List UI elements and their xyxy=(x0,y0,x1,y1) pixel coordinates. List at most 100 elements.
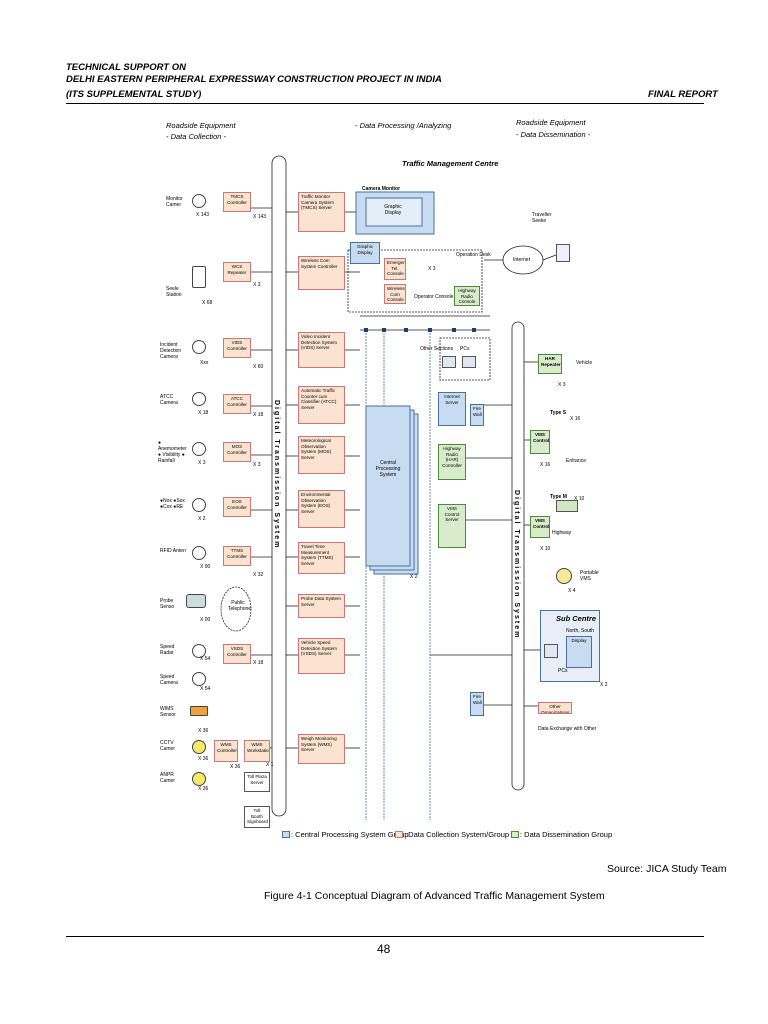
firewall: Fire Wall xyxy=(470,404,484,426)
emergency-console: Emergency Tel. Console xyxy=(384,258,406,280)
cctv-icon xyxy=(192,740,206,754)
sensor-label: ●Nox ●Sox ●Cox ●RE xyxy=(160,498,185,510)
controller-num: X 18 xyxy=(253,660,264,666)
controller-wcs: WCS Repeater xyxy=(223,262,251,282)
probe-vehicle-icon xyxy=(186,594,206,608)
vms-control-server: VMS Control Server xyxy=(438,504,466,548)
operation-desk-label: Operation Desk xyxy=(456,252,491,258)
server-vids: Video Incident Detection System (VIDS) S… xyxy=(298,332,345,368)
sensor-num: X 143 xyxy=(196,212,210,218)
sensor-label: Monitor Camer xyxy=(166,196,183,208)
sensor-label: ● Anemometer ● Visibility ● Rainfall xyxy=(158,440,187,464)
phone-icon xyxy=(192,266,206,288)
server-eos: Environmental Observation System (EOS) S… xyxy=(298,490,345,528)
type-s-num: X 16 xyxy=(570,416,581,422)
sensor-num: Xxx xyxy=(200,360,209,366)
right-section-title: Roadside Equipment xyxy=(516,118,586,127)
page-number: 48 xyxy=(377,942,391,956)
sensor-label: WIMS Sensor xyxy=(160,706,176,718)
portable-vms-icon xyxy=(556,568,572,584)
x3-label: X 3 xyxy=(428,266,436,272)
sensor-label: Incident Detection Camera xyxy=(160,342,182,360)
other-organizations: Other Organizations xyxy=(538,702,572,714)
camera-icon xyxy=(192,194,206,208)
header-line-2: DELHI EASTERN PERIPHERAL EXPRESSWAY CONS… xyxy=(66,74,442,85)
internet-server: Internet Server xyxy=(438,392,466,426)
sensor-num: X 36 xyxy=(198,786,209,792)
sensor-num: X 90 xyxy=(200,564,211,570)
sensor-label: Probe Senso xyxy=(160,598,175,610)
highway-label: Highway xyxy=(552,530,572,536)
toll-plaza-server: Toll Plaza Server xyxy=(244,772,270,792)
sensor-num: X 2 xyxy=(198,516,206,522)
controller-wms-workstation: WMS Workstation xyxy=(244,740,270,762)
vms-board-icon xyxy=(556,500,578,512)
sub-pcs: PCs xyxy=(558,668,568,674)
portable-vms: Portable VMS xyxy=(580,570,599,582)
anpr-icon xyxy=(192,772,206,786)
sensor-num: X 18 xyxy=(198,410,209,416)
antenna-icon xyxy=(192,546,206,560)
weather-sensor-icon xyxy=(192,442,206,456)
other-sections: Other Sections xyxy=(420,346,454,352)
tmc-title: Traffic Management Centre xyxy=(402,159,499,168)
cps-num: X 2 xyxy=(410,574,418,580)
wims-sensor-icon xyxy=(190,706,208,716)
central-processing-system: Central Processing System xyxy=(375,460,401,478)
graphic-display-main: Graphic Display xyxy=(384,204,402,216)
report-label: FINAL REPORT xyxy=(648,89,718,100)
vmsc1-num: X 16 xyxy=(540,462,551,468)
controller-num: X 60 xyxy=(253,364,264,370)
controller-vids: VIDS Controller xyxy=(223,338,251,358)
sensor-num: X 36 xyxy=(198,728,209,734)
server-probe: Probe Data System Server xyxy=(298,594,345,618)
type-s: Type S xyxy=(550,410,567,416)
har-controller: Highway Radio (HAR) Controller xyxy=(438,444,466,480)
graphic-display-box: Graphic Display xyxy=(350,242,380,264)
highway-radio-console: Highway Radio Console xyxy=(454,286,480,306)
legend-text: : Data Dissemination Group xyxy=(520,830,613,839)
left-section-sub: - Data Collection - xyxy=(166,132,227,141)
pc-icon xyxy=(462,356,476,368)
controller-atcc: ATCC Controller xyxy=(223,394,251,414)
footer-rule xyxy=(66,936,704,937)
server-ttms: Travel Time Measurement System (TTMS) Se… xyxy=(298,542,345,574)
server-atcc: Automatic Traffic Counter cum Classifier… xyxy=(298,386,345,424)
traveller-seeker: Traveller Seeke xyxy=(532,212,552,224)
controller-vsds: VSDS Controller xyxy=(223,644,251,664)
pc-icon xyxy=(544,644,558,658)
laptop-icon xyxy=(556,244,570,262)
server-wms: Weigh Monitoring System (WMS) Server xyxy=(298,734,345,764)
header-line-3: (ITS SUPPLEMENTAL STUDY) xyxy=(66,89,202,100)
camera-icon xyxy=(192,672,206,686)
radar-icon xyxy=(192,644,206,658)
sensor-num: X 54 xyxy=(200,656,211,662)
controller-ttms: TTMS Controller xyxy=(223,546,251,566)
header-rule xyxy=(66,103,704,104)
firewall-2: Fire Wall xyxy=(470,692,484,716)
controller-mos: MOS Controller xyxy=(223,442,251,462)
legend-swatch-blue xyxy=(282,831,290,838)
portable-num: X 4 xyxy=(568,588,576,594)
controller-eos: EOS Controller xyxy=(223,497,251,517)
vmsc2-num: X 10 xyxy=(540,546,551,552)
controller-wms: WMS Controller xyxy=(214,740,238,762)
server-vsds: Vehicle Speed Detection System (VSDS) Se… xyxy=(298,638,345,674)
controller-num: X 36 xyxy=(230,764,241,770)
controller-num: X 18 xyxy=(253,412,264,418)
pcs-label: PCs xyxy=(460,346,470,352)
type-m: Type M xyxy=(550,494,567,500)
har-num: X 3 xyxy=(558,382,566,388)
sub-display: Display xyxy=(566,636,592,668)
type-m-num: X 10 xyxy=(574,496,585,502)
sensor-num: X 54 xyxy=(200,686,211,692)
toll-booth-signboard: Toll Booth Signboard xyxy=(244,806,270,828)
sensor-num: X 68 xyxy=(202,300,213,306)
sensor-label: ATCC Camera xyxy=(160,394,178,406)
backbone-right-label: Digital Transmission System xyxy=(513,490,520,640)
sensor-label: Seele Station xyxy=(166,286,182,298)
sub-centre-location: North, South xyxy=(566,628,595,634)
sensor-num: X 36 xyxy=(198,756,209,762)
pc-icon xyxy=(442,356,456,368)
